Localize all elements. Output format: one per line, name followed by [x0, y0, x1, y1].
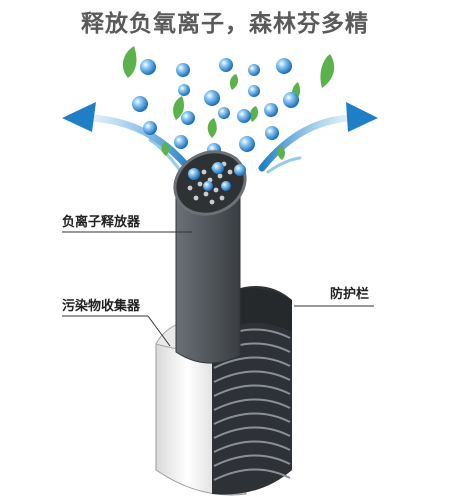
ionizer-label: 负离子释放器 — [62, 215, 141, 230]
ion-bubble-icon — [234, 164, 246, 176]
ion-bubble-icon — [283, 92, 299, 108]
ion-bubble-icon — [212, 162, 224, 174]
leaf-icon — [173, 96, 184, 120]
guard-label: 防护栏 — [330, 287, 370, 302]
ion-bubble-icon — [204, 90, 220, 106]
airflow-arrow-right-icon — [258, 102, 378, 172]
ion-bubble-icon — [178, 84, 190, 96]
ion-bubble-icon — [248, 85, 260, 97]
ion-bubble-icon — [264, 103, 278, 117]
ion-bubble-icon — [143, 121, 157, 135]
ion-bubble-icon — [203, 181, 213, 191]
leaf-icon — [277, 146, 285, 160]
leader-line-collector-diag — [147, 315, 171, 347]
airflow-arrow-right-low-icon — [266, 156, 302, 174]
ion-bubble-icon — [132, 96, 148, 112]
ion-bubble-icon — [218, 107, 230, 119]
ion-bubble-icon — [174, 135, 188, 149]
leaf-icon — [320, 54, 335, 88]
ion-bubble-icon — [265, 126, 279, 140]
ion-bubble-icon — [181, 111, 195, 125]
leaf-icon — [229, 74, 239, 90]
leaf-icon — [249, 106, 259, 122]
leaf-icon — [161, 142, 169, 156]
ionizer-tube — [173, 150, 247, 364]
ion-bubble-icon — [188, 168, 200, 180]
ion-bubble-icon — [176, 63, 190, 77]
headline: 释放负氧离子，森林芬多精 — [81, 11, 369, 37]
ion-bubble-icon — [276, 58, 292, 74]
leaf-icon — [207, 118, 217, 138]
ion-bubble-icon — [221, 181, 231, 191]
ion-bubble-icon — [237, 109, 251, 123]
ion-bubble-icon — [248, 64, 260, 76]
ion-bubble-icon — [219, 58, 233, 72]
ion-bubble-icon — [239, 136, 255, 152]
ion-bubble-icon — [140, 59, 156, 75]
collector-label: 污染物收集器 — [62, 299, 141, 314]
leaf-icon — [122, 46, 137, 78]
